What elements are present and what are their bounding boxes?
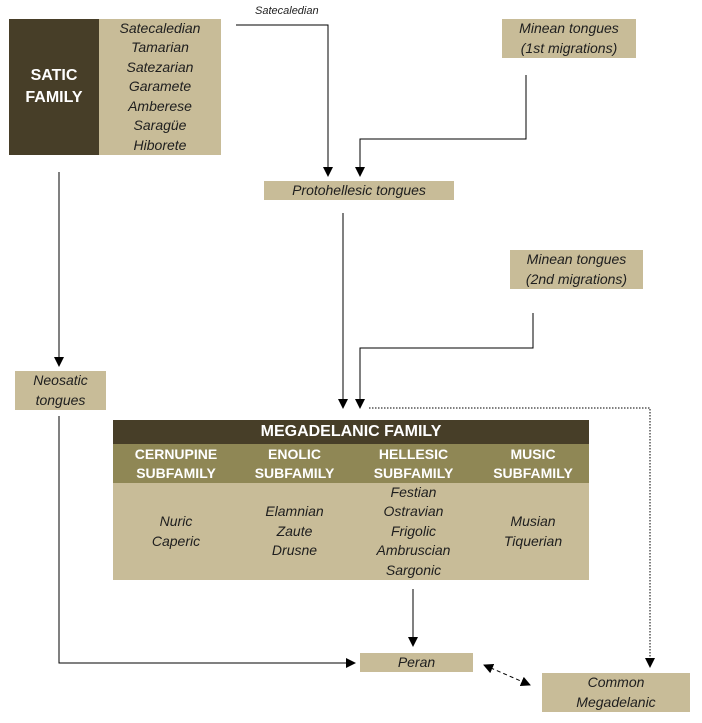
neosatic-box: Neosatic tongues [15, 371, 106, 410]
subfamily-name-line: ENOLIC [268, 445, 321, 462]
megadelanic-header: MEGADELANIC FAMILY [113, 420, 589, 444]
megadelanic-title: MEGADELANIC FAMILY [260, 423, 442, 440]
satic-members-box: Satecaledian Tamarian Satezarian Garamet… [99, 19, 221, 155]
arrow-minean2-to-megadelanic [355, 313, 534, 409]
satic-member: Garamete [128, 78, 192, 95]
subfamily-header-music: MUSIC SUBFAMILY [477, 444, 589, 483]
satic-member: Satecaledian [119, 19, 201, 36]
arrow-dashed-peran-common [483, 664, 531, 686]
language-item: Festian [390, 483, 437, 500]
subfamily-name-line: CERNUPINE [134, 445, 218, 462]
subfamily-name-line: SUBFAMILY [373, 464, 454, 481]
satic-member: Satezarian [126, 58, 194, 75]
peran-label: Peran [397, 653, 436, 670]
satic-title-line-2: FAMILY [25, 89, 83, 106]
language-item: Frigolic [390, 522, 437, 539]
neosatic-line-2: tongues [35, 391, 86, 408]
subfamily-header-enolic: ENOLIC SUBFAMILY [239, 444, 350, 483]
satecaledian-arrow-label: Satecaledian [255, 5, 319, 17]
protohellesic-box: Protohellesic tongues [264, 181, 454, 200]
common-megadelanic-line-2: Megadelanic [576, 693, 656, 710]
satic-title-line-1: SATIC [30, 67, 78, 84]
megadelanic-body [113, 483, 589, 580]
subfamily-name-line: MUSIC [510, 445, 556, 462]
satic-family-header: SATIC FAMILY [9, 19, 99, 155]
subfamily-languages-music: Musian Tiquerian [477, 483, 589, 580]
satic-member: Amberese [128, 97, 192, 114]
subfamily-name-line: SUBFAMILY [493, 464, 573, 481]
arrow-satecaledian-to-protohellesic [236, 24, 333, 177]
arrow-minean1-to-protohellesic [355, 75, 527, 177]
subfamily-languages-cernupine: Nuric Caperic [113, 483, 239, 580]
language-item: Tiquerian [503, 532, 563, 549]
common-megadelanic-box: Common Megadelanic [542, 673, 690, 712]
language-item: Sargonic [385, 561, 442, 578]
language-item: Zaute [276, 522, 313, 539]
minean-1st-line-1: Minean tongues [519, 20, 619, 36]
subfamily-header-cernupine: CERNUPINE SUBFAMILY [113, 444, 239, 483]
language-item: Ostravian [383, 503, 444, 520]
minean-2nd-line-1: Minean tongues [526, 251, 627, 267]
language-item: Elamnian [265, 503, 324, 520]
satic-member: Saragüe [133, 117, 187, 134]
peran-box: Peran [360, 653, 473, 672]
subfamily-languages-enolic: Elamnian Zaute Drusne [239, 483, 350, 580]
minean-1st-line-2: (1st migrations) [520, 39, 618, 56]
subfamily-name-line: HELLESIC [378, 445, 449, 462]
subfamily-languages-hellesic: Festian Ostravian Frigolic Ambruscian Sa… [350, 483, 477, 580]
common-megadelanic-line-1: Common [587, 674, 645, 690]
arrow-neosatic-to-peran [58, 416, 356, 668]
satic-member: Hiborete [133, 136, 187, 153]
neosatic-line-1: Neosatic [33, 372, 88, 388]
minean-2nd-box: Minean tongues (2nd migrations) [510, 250, 643, 289]
language-item: Nuric [159, 513, 193, 529]
language-item: Ambruscian [376, 542, 451, 559]
satic-member: Tamarian [131, 39, 189, 56]
protohellesic-label: Protohellesic tongues [292, 181, 426, 198]
subfamily-name-line: SUBFAMILY [254, 464, 335, 481]
minean-2nd-line-2: (2nd migrations) [525, 270, 628, 287]
subfamily-name-line: SUBFAMILY [136, 464, 216, 481]
subfamily-header-hellesic: HELLESIC SUBFAMILY [350, 444, 477, 483]
arrow-dotted-to-common-megadelanic [369, 407, 655, 668]
language-item: Musian [510, 513, 556, 529]
language-item: Caperic [151, 532, 201, 549]
minean-1st-box: Minean tongues (1st migrations) [502, 19, 636, 58]
language-item: Drusne [271, 542, 318, 559]
